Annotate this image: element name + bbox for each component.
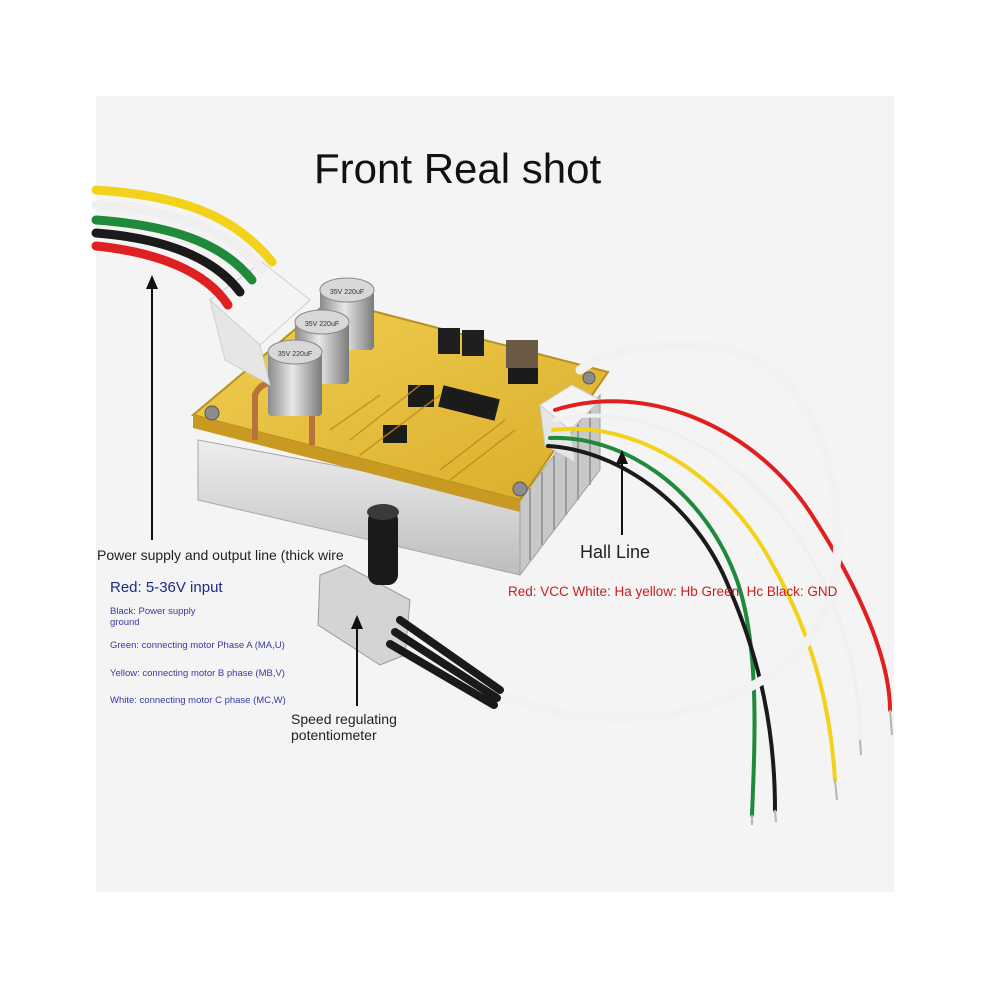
white-wire-label: White: connecting motor C phase (MC,W) — [110, 695, 286, 706]
capacitor-1: 35V 220uF — [319, 277, 375, 350]
hall-wires — [546, 399, 892, 817]
thick-wire-red — [91, 241, 233, 310]
thick-wire-black — [91, 228, 245, 297]
thick-wire-white — [91, 200, 267, 275]
capacitor-2-label: 35V 220uF — [305, 321, 339, 328]
hall-wire-yellow — [551, 426, 837, 782]
capacitor-3: 35V 220uF — [267, 339, 323, 416]
black-wire-label-cont: ground — [110, 617, 140, 628]
thick-wire-yellow — [91, 185, 277, 267]
potentiometer-leads — [386, 616, 504, 709]
hall-line-arrow — [616, 450, 628, 535]
potentiometer-arrow — [351, 615, 363, 706]
hall-wire-red — [553, 399, 892, 712]
yellow-wire-label: Yellow: connecting motor B phase (MB,V) — [110, 668, 285, 679]
hall-wire-black — [546, 444, 777, 812]
capacitor-3-label: 35V 220uF — [278, 351, 312, 358]
capacitors: 35V 220uF 35V 220uF 35V 220uF — [267, 277, 484, 416]
hall-line-heading: Hall Line — [580, 542, 651, 562]
potentiometer — [317, 504, 504, 709]
potentiometer-cable — [485, 340, 843, 723]
small-capacitors — [438, 328, 484, 356]
power-wires — [91, 185, 277, 310]
potentiometer-label-cont: potentiometer — [291, 727, 377, 743]
hall-wire-green — [548, 435, 757, 817]
capacitor-1-label: 35V 220uF — [330, 289, 364, 296]
potentiometer-label: Speed regulating — [291, 711, 397, 727]
thick-wire-green — [91, 215, 257, 285]
hall-wire-white — [553, 413, 862, 742]
black-wire-label: Black: Power supply — [110, 606, 196, 617]
wire-tips — [751, 709, 893, 825]
page-title: Front Real shot — [314, 145, 602, 192]
hall-wire-legend: Red: VCC White: Ha yellow: Hb Green: Hc … — [508, 584, 838, 599]
power-supply-heading: Power supply and output line (thick wire — [97, 547, 344, 563]
potentiometer-shaft — [368, 510, 398, 585]
green-wire-label: Green: connecting motor Phase A (MA,U) — [110, 640, 285, 651]
power-line-arrow — [146, 275, 158, 540]
red-wire-label: Red: 5-36V input — [110, 579, 223, 596]
